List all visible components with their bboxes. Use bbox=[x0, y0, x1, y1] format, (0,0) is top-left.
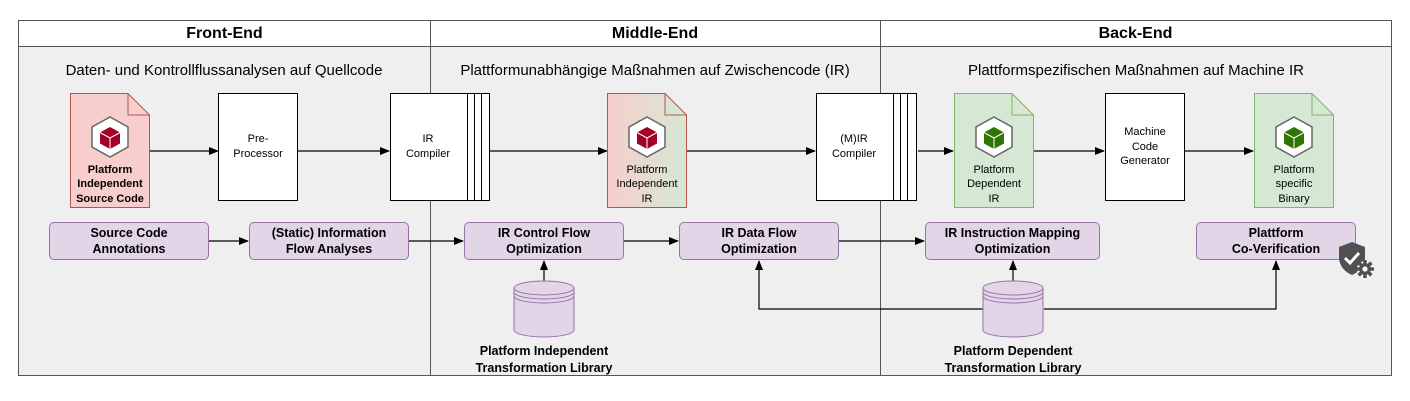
section-subtitle-back-end: Plattformspezifischen Maßnahmen auf Mach… bbox=[968, 62, 1304, 79]
section-subtitle-middle-end: Plattformunabhängige Maßnahmen auf Zwisc… bbox=[460, 62, 850, 79]
compiler-label: (M)IR Compiler bbox=[816, 93, 892, 201]
compiler-stage-bar bbox=[907, 93, 917, 201]
section-title: Front-End bbox=[186, 24, 263, 42]
processor-label-line: IR bbox=[422, 133, 434, 146]
document-label-line: Dependent bbox=[967, 178, 1021, 191]
cube-icon bbox=[975, 116, 1013, 158]
document-label: Platform specific Binary bbox=[1254, 163, 1334, 206]
document-label-line: Platform bbox=[626, 164, 668, 176]
document-label-line: IR bbox=[988, 192, 1000, 205]
shield-check-gear-icon bbox=[1339, 242, 1374, 278]
document-label-line: Platform bbox=[973, 164, 1015, 176]
document-label-line: Independent bbox=[616, 178, 678, 191]
step-label-line: IR Data Flow bbox=[721, 225, 797, 240]
step-label-line: IR Instruction Mapping bbox=[944, 225, 1081, 240]
cube-icon bbox=[628, 116, 666, 158]
arrow-pd-library-to-data-flow bbox=[755, 260, 983, 310]
document-label-line: IR bbox=[641, 192, 653, 205]
cube-icon bbox=[91, 116, 129, 158]
processor-label-line: (M)IR bbox=[840, 133, 868, 146]
step-label-line: Optimization bbox=[974, 242, 1051, 256]
processor-label-line: Generator bbox=[1120, 155, 1170, 168]
processor-label-line: Pre- bbox=[247, 133, 269, 146]
processor-label-line: Machine bbox=[1124, 125, 1166, 138]
processor-label-line: Compiler bbox=[405, 148, 450, 160]
step-label-line: Co-Verification bbox=[1231, 242, 1321, 256]
step-label-line: Source Code bbox=[90, 225, 168, 240]
step-label-line: IR Control Flow bbox=[497, 225, 591, 240]
document-label-line: Platform bbox=[87, 164, 133, 176]
library-label-line: Transformation Library bbox=[475, 360, 613, 375]
document-label-line: Binary bbox=[1278, 192, 1310, 205]
document-label-line: Source Code bbox=[76, 192, 144, 205]
processor-label-line: Compiler bbox=[831, 148, 876, 160]
document-platform-dependent-ir: Platform Dependent IR bbox=[954, 93, 1034, 208]
processor-label-line: Processor bbox=[233, 148, 283, 160]
document-platform-specific-binary: Platform specific Binary bbox=[1254, 93, 1334, 208]
step-label-line: Flow Analyses bbox=[285, 242, 373, 256]
library-label-line: Transformation Library bbox=[944, 360, 1082, 375]
library-label-line: Platform Independent bbox=[479, 344, 609, 358]
step-label-line: Optimization bbox=[721, 242, 797, 256]
document-platform-independent-ir: Platform Independent IR bbox=[607, 93, 687, 208]
document-label: Platform Independent Source Code bbox=[70, 163, 150, 206]
step-label-line: Optimization bbox=[506, 242, 582, 256]
document-label-line: Independent bbox=[77, 178, 143, 191]
compiler-label: IR Compiler bbox=[390, 93, 466, 201]
cube-icon bbox=[1275, 116, 1313, 158]
step-label-line: (Static) Information bbox=[271, 225, 387, 240]
document-label: Platform Independent IR bbox=[607, 163, 687, 206]
document-platform-independent-source-code: Platform Independent Source Code bbox=[70, 93, 150, 208]
compiler-body bbox=[390, 93, 468, 201]
document-label: Platform Dependent IR bbox=[954, 163, 1034, 206]
library-label-platform-independent: Platform Independent Transformation Libr… bbox=[444, 343, 644, 377]
pre-processor-box: Pre- Processor bbox=[218, 93, 298, 201]
ir-compiler-box: IR Compiler bbox=[390, 93, 490, 201]
arrow-pd-library-to-co-verification bbox=[1044, 260, 1280, 310]
database-icon bbox=[982, 280, 1044, 338]
processor-label-line: Code bbox=[1131, 140, 1159, 153]
section-title: Back-End bbox=[1098, 24, 1173, 42]
library-label-line: Platform Dependent bbox=[953, 344, 1073, 358]
mir-compiler-box: (M)IR Compiler bbox=[816, 93, 917, 201]
compiler-body bbox=[816, 93, 894, 201]
library-label-platform-dependent: Platform Dependent Transformation Librar… bbox=[913, 343, 1113, 377]
compiler-stage-bar bbox=[481, 93, 490, 201]
step-label-line: Plattform bbox=[1248, 225, 1304, 240]
section-header-front-end: Front-End bbox=[18, 20, 430, 47]
section-header-back-end: Back-End bbox=[880, 20, 1392, 47]
section-header-middle-end: Middle-End bbox=[430, 20, 880, 47]
database-icon bbox=[513, 280, 575, 338]
step-label-line: Annotations bbox=[92, 242, 166, 256]
section-title: Middle-End bbox=[611, 24, 699, 42]
document-label-line: Platform bbox=[1273, 164, 1315, 176]
section-subtitle-front-end: Daten- und Kontrollflussanalysen auf Que… bbox=[65, 62, 383, 79]
document-label-line: specific bbox=[1275, 178, 1313, 191]
